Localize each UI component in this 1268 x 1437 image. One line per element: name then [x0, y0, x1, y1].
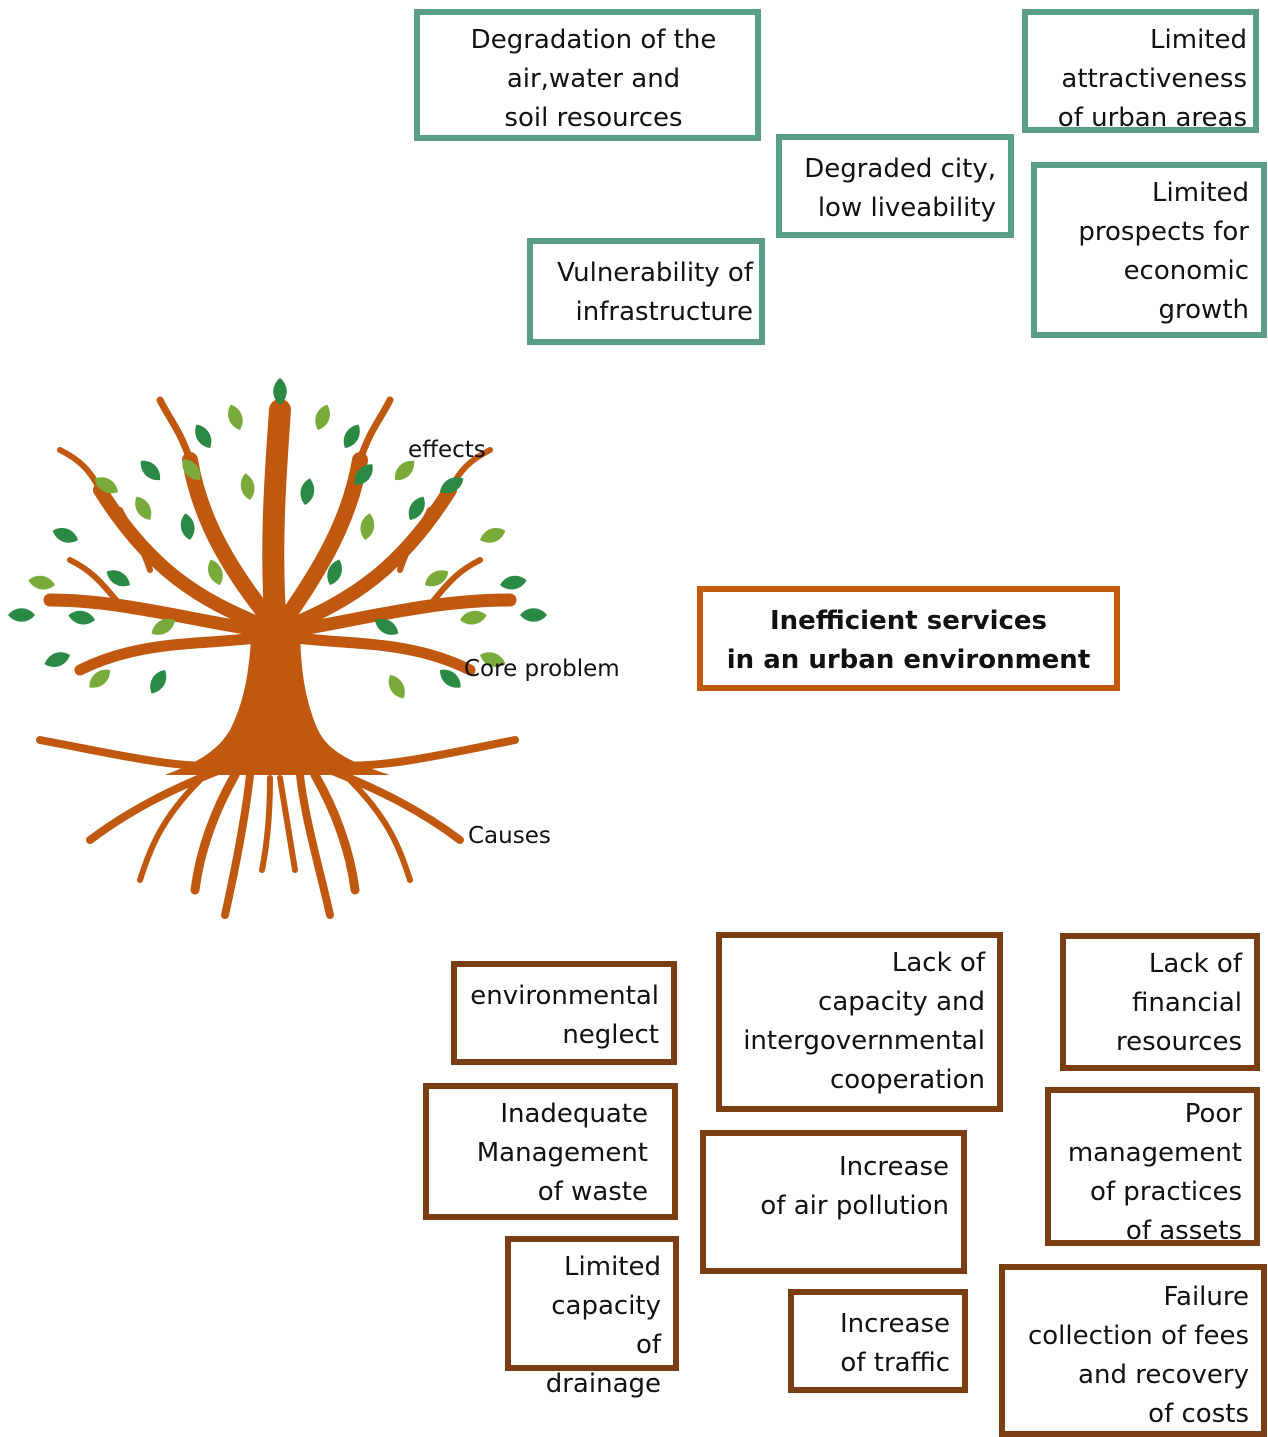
tree-leaf: [240, 473, 255, 500]
tree-root: [221, 771, 254, 919]
tree-illustration: [7, 377, 547, 919]
tree-leaf: [228, 404, 243, 430]
cause-box-lack-capacity: Lack of capacity and intergovernmental c…: [716, 932, 1003, 1112]
tree-leaf: [460, 610, 487, 625]
tree-root: [347, 777, 413, 883]
tree-leaves: [7, 377, 547, 699]
tree-branch: [262, 399, 291, 641]
effect-box-limited-prospects: Limited prospects for economic growth: [1031, 162, 1267, 338]
label-causes: Causes: [468, 823, 551, 849]
tree-leaf: [360, 513, 375, 540]
tree-root: [310, 770, 360, 895]
tree-leaf: [343, 424, 360, 448]
tree-branch: [57, 447, 103, 493]
tree-root: [190, 770, 240, 895]
tree-branch: [292, 632, 476, 676]
tree-branch: [67, 557, 123, 608]
tree-leaf: [151, 618, 175, 635]
tree-leaf: [440, 477, 464, 494]
tree-branch: [43, 593, 265, 637]
cause-box-environmental-neglect: environmental neglect: [451, 961, 677, 1065]
cause-box-failure-fees: Failure collection of fees and recovery …: [999, 1264, 1267, 1437]
tree-root: [316, 736, 519, 770]
tree-leaf: [388, 675, 405, 699]
tree-leaf: [315, 404, 330, 430]
tree-root: [326, 766, 464, 844]
tree-leaf: [195, 424, 212, 448]
tree-leaf: [425, 570, 449, 587]
tree-leaf: [520, 608, 547, 622]
tree-leaf: [28, 575, 55, 590]
effect-box-limited-attractiveness: Limited attractiveness of urban areas: [1022, 9, 1259, 133]
tree-leaf: [500, 575, 527, 590]
tree-leaf: [44, 652, 70, 667]
cause-box-limited-drainage: Limited capacity of drainage: [505, 1236, 679, 1399]
effect-box-degradation: Degradation of the air,water and soil re…: [414, 9, 761, 141]
tree-trunk: [165, 620, 390, 775]
tree-branch: [397, 507, 433, 573]
tree-branch: [356, 396, 394, 464]
tree-root: [296, 771, 334, 919]
tree-leaf: [273, 377, 287, 405]
tree-branch: [74, 632, 262, 676]
tree-leaf: [135, 496, 152, 520]
tree-leaf: [208, 559, 223, 585]
label-effects: effects: [408, 437, 486, 463]
tree-leaf: [180, 513, 195, 540]
tree-leaf: [68, 610, 95, 625]
tree-leaf: [300, 478, 315, 505]
tree-leaf: [394, 460, 415, 481]
cause-box-lack-financial: Lack of financial resources: [1060, 933, 1260, 1071]
tree-leaf: [140, 460, 161, 481]
tree-leaf: [150, 670, 167, 694]
tree-leaf: [106, 570, 130, 587]
label-core-problem: Core problem: [464, 656, 620, 682]
tree-root: [86, 766, 224, 844]
tree-branch: [182, 452, 278, 628]
tree-branch: [285, 483, 457, 632]
tree-root: [137, 777, 203, 883]
tree-leaf: [354, 464, 373, 486]
tree-leaf: [94, 477, 118, 494]
effect-box-vulnerability: Vulnerability of infrastructure: [527, 238, 765, 345]
tree-leaf: [480, 528, 506, 543]
cause-box-poor-management: Poor management of practices of assets: [1045, 1087, 1260, 1246]
tree-roots: [36, 736, 519, 919]
tree-leaf: [408, 496, 425, 520]
tree-root: [36, 736, 234, 770]
cause-box-traffic: Increase of traffic: [788, 1289, 968, 1393]
tree-root: [259, 775, 273, 873]
core-problem-box: Inefficient services in an urban environ…: [697, 586, 1120, 691]
tree-leaf: [439, 669, 461, 688]
tree-leaf: [327, 559, 342, 585]
tree-leaf: [182, 459, 201, 481]
cause-box-air-pollution: Increase of air pollution: [700, 1130, 967, 1274]
tree-leaf: [375, 618, 399, 635]
tree-branch: [289, 593, 517, 637]
tree-branch: [93, 483, 269, 632]
tree-branch: [156, 396, 194, 464]
tree-leaf: [52, 528, 78, 543]
tree-leaf: [480, 652, 506, 667]
tree-branch: [427, 557, 483, 608]
tree-leaf: [7, 608, 35, 622]
effect-box-degraded-city: Degraded city, low liveability: [776, 134, 1014, 238]
tree-branch: [117, 507, 153, 573]
cause-box-inadequate-waste: Inadequate Management of waste: [423, 1083, 678, 1220]
tree-root: [277, 775, 298, 873]
tree-leaf: [89, 669, 111, 688]
